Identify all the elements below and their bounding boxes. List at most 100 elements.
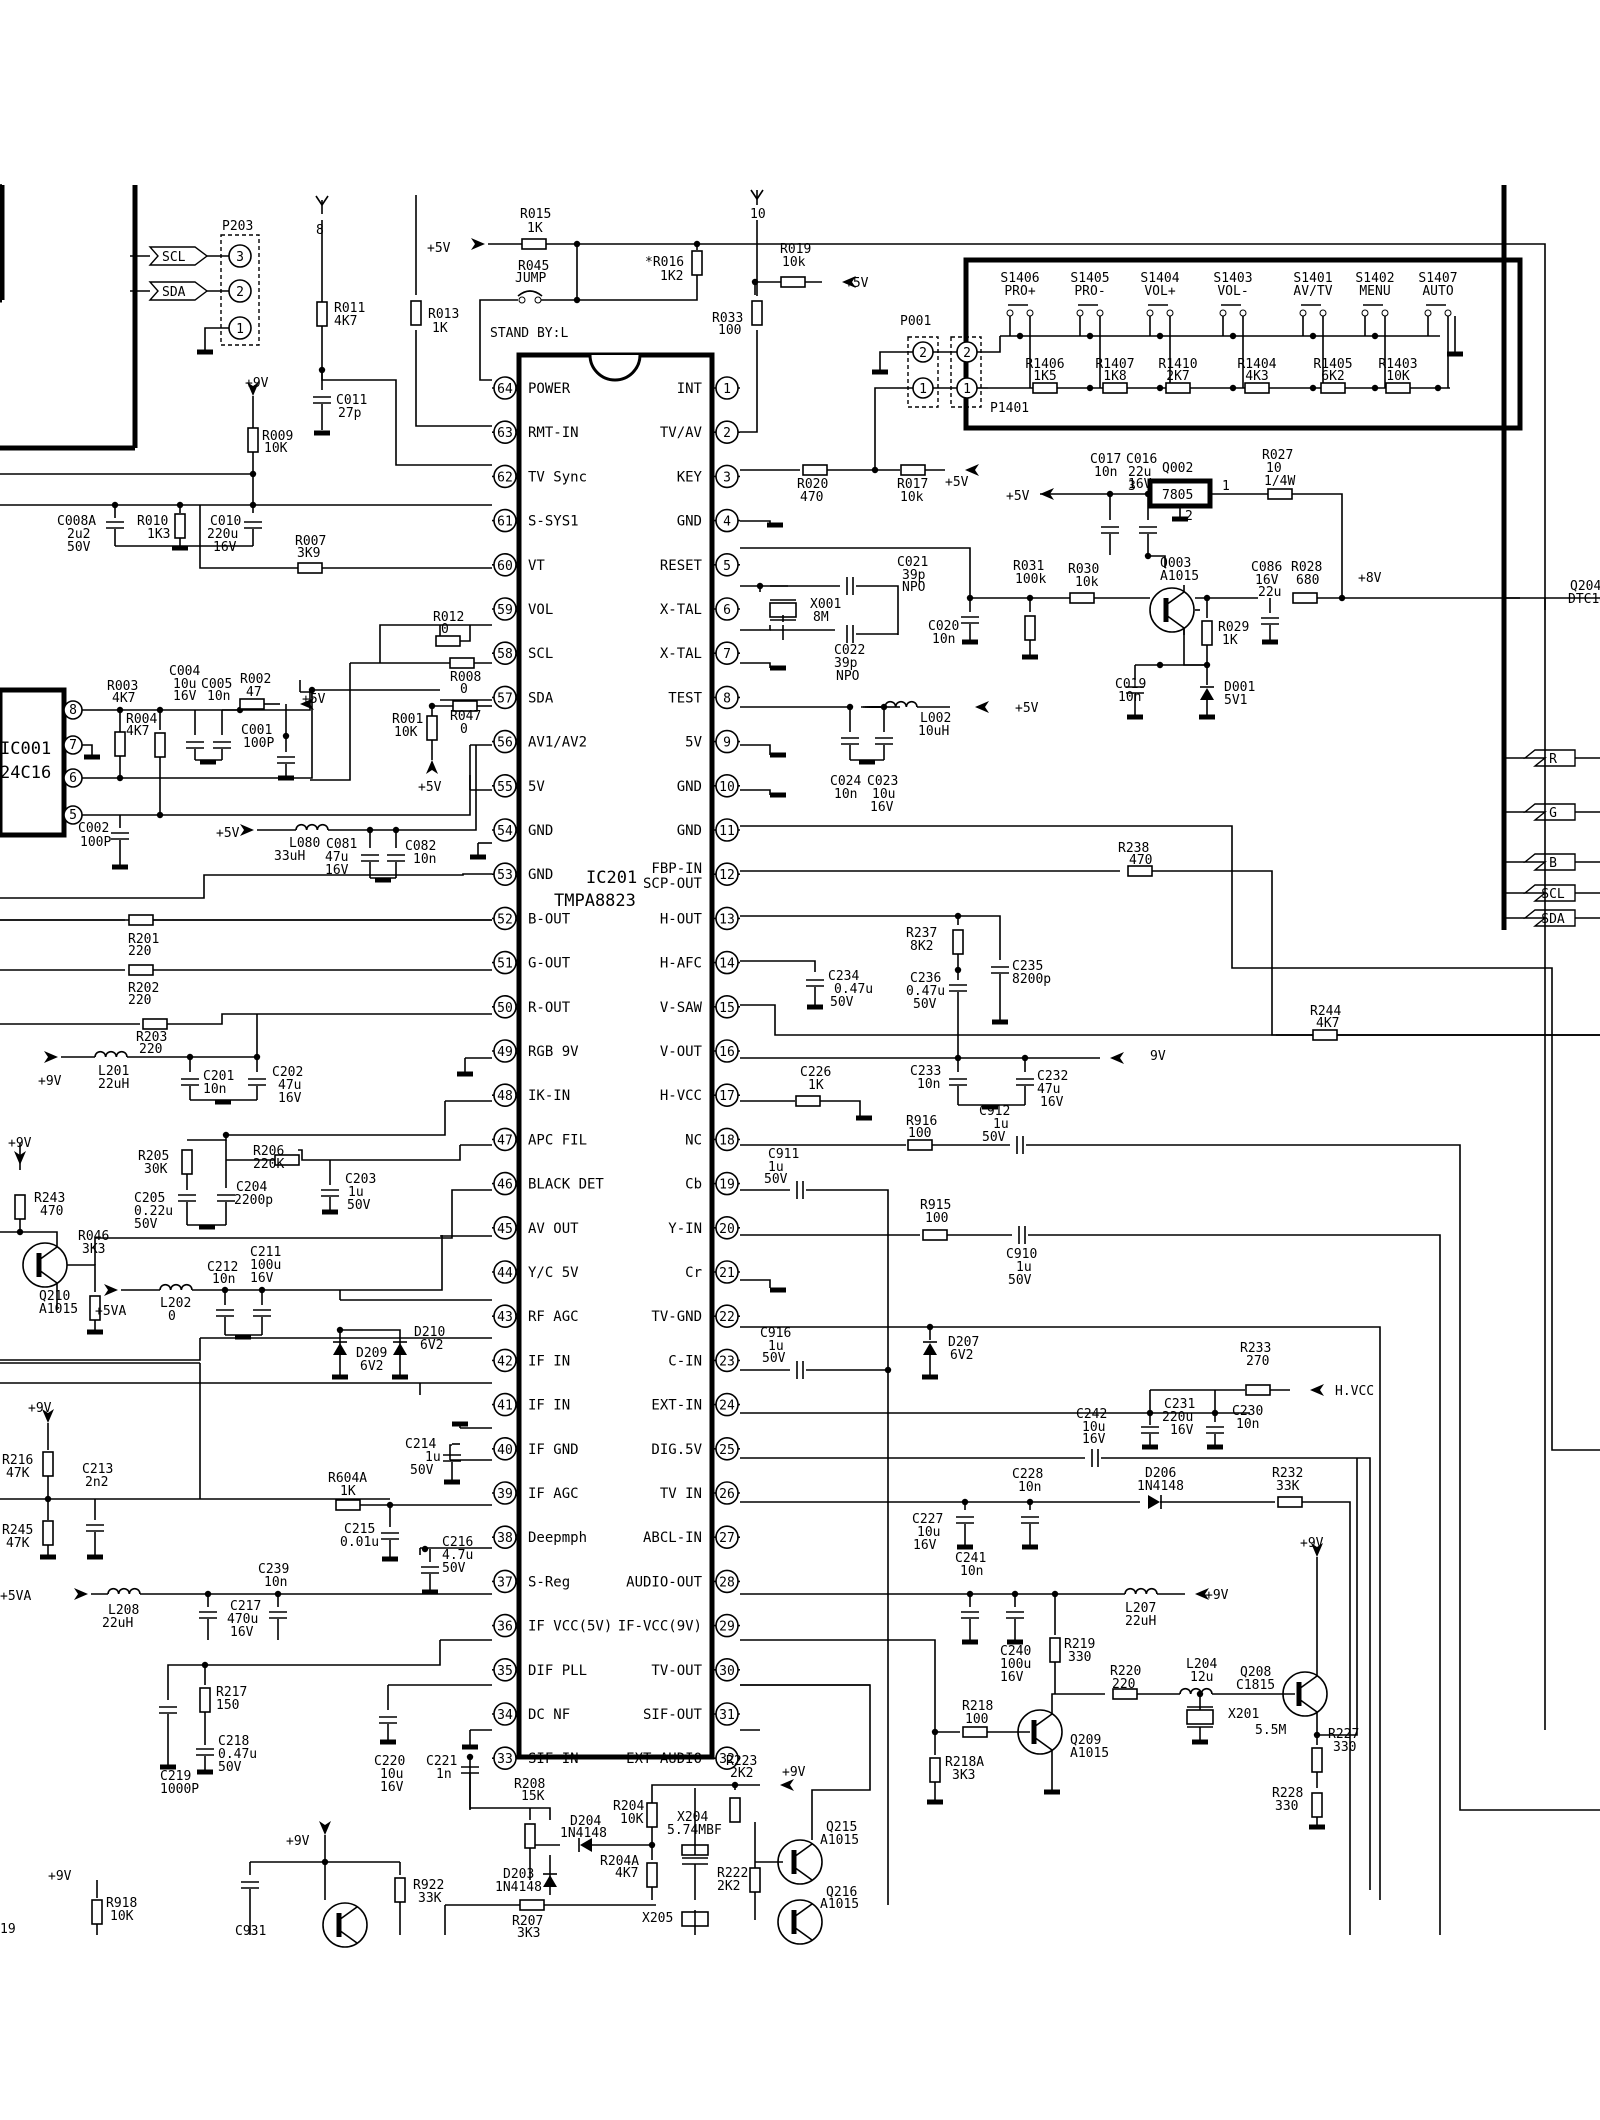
junction-dot xyxy=(466,1753,474,1761)
switch-contact xyxy=(1319,309,1327,317)
ic-pin-33 xyxy=(493,1746,517,1770)
supply-label: 9V xyxy=(1150,1049,1166,1064)
wire xyxy=(167,1013,492,1025)
ic-pin-name: IF GND xyxy=(528,1442,579,1458)
switch-contact xyxy=(1361,309,1369,317)
ic-pin-39 xyxy=(493,1481,517,1505)
component-label: 100P xyxy=(80,835,111,850)
ic-pin-number: 8 xyxy=(723,691,731,706)
component-label: 100 xyxy=(965,1712,988,1727)
component-label: R047 xyxy=(450,709,481,724)
junction-dot xyxy=(1051,1590,1059,1598)
ic-pin-number: 63 xyxy=(497,426,513,441)
junction-dot xyxy=(871,466,879,474)
component-label: 33K xyxy=(1276,1479,1300,1494)
ic-pin-number: 4 xyxy=(723,515,731,530)
connector-pin xyxy=(912,377,934,399)
transistor xyxy=(338,1906,358,1921)
component-label: 33K xyxy=(418,1891,442,1906)
component-label: 3K3 xyxy=(82,1242,105,1257)
ic-pin-56 xyxy=(493,729,517,754)
component-label: R031 xyxy=(1013,559,1044,574)
component-label: 2K2 xyxy=(717,1879,740,1894)
component-label: D001 xyxy=(1224,680,1255,695)
component-label: X204 xyxy=(677,1810,708,1825)
junction-dot xyxy=(1106,490,1114,498)
ic-pin-number: 43 xyxy=(497,1310,513,1325)
component-label: 0 xyxy=(441,622,449,637)
resistor-value: 1K8 xyxy=(1103,369,1126,384)
ic-pin-name: EXT-IN xyxy=(651,1398,702,1414)
ic-pin-number: 50 xyxy=(497,1001,513,1016)
wire xyxy=(67,1264,96,1292)
component-label: 10K xyxy=(264,441,288,456)
component-label: C916 xyxy=(760,1326,791,1341)
supply-arrow xyxy=(426,760,438,774)
switch-contact xyxy=(1444,309,1452,317)
switch-contact xyxy=(1239,309,1247,317)
supply-label: +5V xyxy=(945,475,969,490)
resistor xyxy=(1032,382,1058,394)
component-label: R008 xyxy=(450,670,481,685)
resistor-ref: R1404 xyxy=(1237,357,1276,372)
ic-pin-name: POWER xyxy=(528,381,571,397)
bus-signal: SDA xyxy=(1541,912,1565,927)
wire xyxy=(820,1100,861,1118)
supply-arrow xyxy=(1195,1588,1209,1600)
ic-notch xyxy=(588,354,642,382)
ic-pin-name: IF-VCC(9V) xyxy=(618,1619,702,1635)
eeprom-pin xyxy=(63,735,83,755)
component-label: 10u xyxy=(1082,1420,1105,1435)
wire xyxy=(856,585,899,635)
component-label: C239 xyxy=(258,1562,289,1577)
ic-pin-17 xyxy=(715,1083,739,1107)
supply-arrow xyxy=(1110,1052,1124,1064)
junction-dot xyxy=(318,366,326,374)
resistor xyxy=(952,929,964,955)
component-label: 16V xyxy=(1000,1670,1024,1685)
component-label: 1K xyxy=(808,1078,824,1093)
component-label: L080 xyxy=(289,836,320,851)
junction-dot xyxy=(204,1590,212,1598)
ic-pin-47 xyxy=(493,1127,517,1152)
junction-dot xyxy=(186,1053,194,1061)
junction-dot xyxy=(1434,384,1442,392)
component-label: 6V2 xyxy=(420,1338,443,1353)
component-label: *R016 xyxy=(645,255,684,270)
resistor xyxy=(907,1139,933,1151)
transistor xyxy=(22,1242,68,1288)
ic-pin-number: 60 xyxy=(497,559,513,574)
supply-label: +9V xyxy=(1205,1588,1229,1603)
ic-pin-name: ABCL-IN xyxy=(643,1530,702,1546)
component-label: 1K xyxy=(527,221,543,236)
junction-dot xyxy=(253,1053,261,1061)
ic-pin-3 xyxy=(715,464,739,489)
resistor xyxy=(128,964,154,976)
wire xyxy=(1051,1693,1055,1714)
component-label: R238 xyxy=(1118,841,1149,856)
ic-pin-number: 40 xyxy=(497,1443,513,1458)
component-label: R218 xyxy=(962,1699,993,1714)
ic-pin-6 xyxy=(715,597,739,621)
ic-pin-name: RF AGC xyxy=(528,1309,579,1325)
component-label: C910 xyxy=(1006,1247,1037,1262)
ic-pin-7 xyxy=(715,641,739,666)
component-label: C241 xyxy=(955,1551,986,1566)
junction-dot xyxy=(1203,594,1211,602)
component-label: 47K xyxy=(6,1466,30,1481)
junction-dot xyxy=(648,1841,656,1849)
component-label: R204A xyxy=(600,1854,639,1869)
component-label: D204 xyxy=(570,1814,601,1829)
component-label: R243 xyxy=(34,1191,65,1206)
component-label: 10k xyxy=(782,255,806,270)
wire xyxy=(806,1189,889,1905)
junction-dot xyxy=(1313,1731,1321,1739)
ic-pin-58 xyxy=(493,641,517,666)
ic-pin-name: X-TAL xyxy=(660,646,702,662)
resistor xyxy=(14,1194,26,1220)
ic-part-number: TMPA8823 xyxy=(554,891,636,911)
ic-pin-name: Cb xyxy=(685,1177,702,1193)
ic-pin-48 xyxy=(493,1083,517,1107)
component-label: R915 xyxy=(920,1198,951,1213)
resistor xyxy=(1049,1637,1061,1663)
